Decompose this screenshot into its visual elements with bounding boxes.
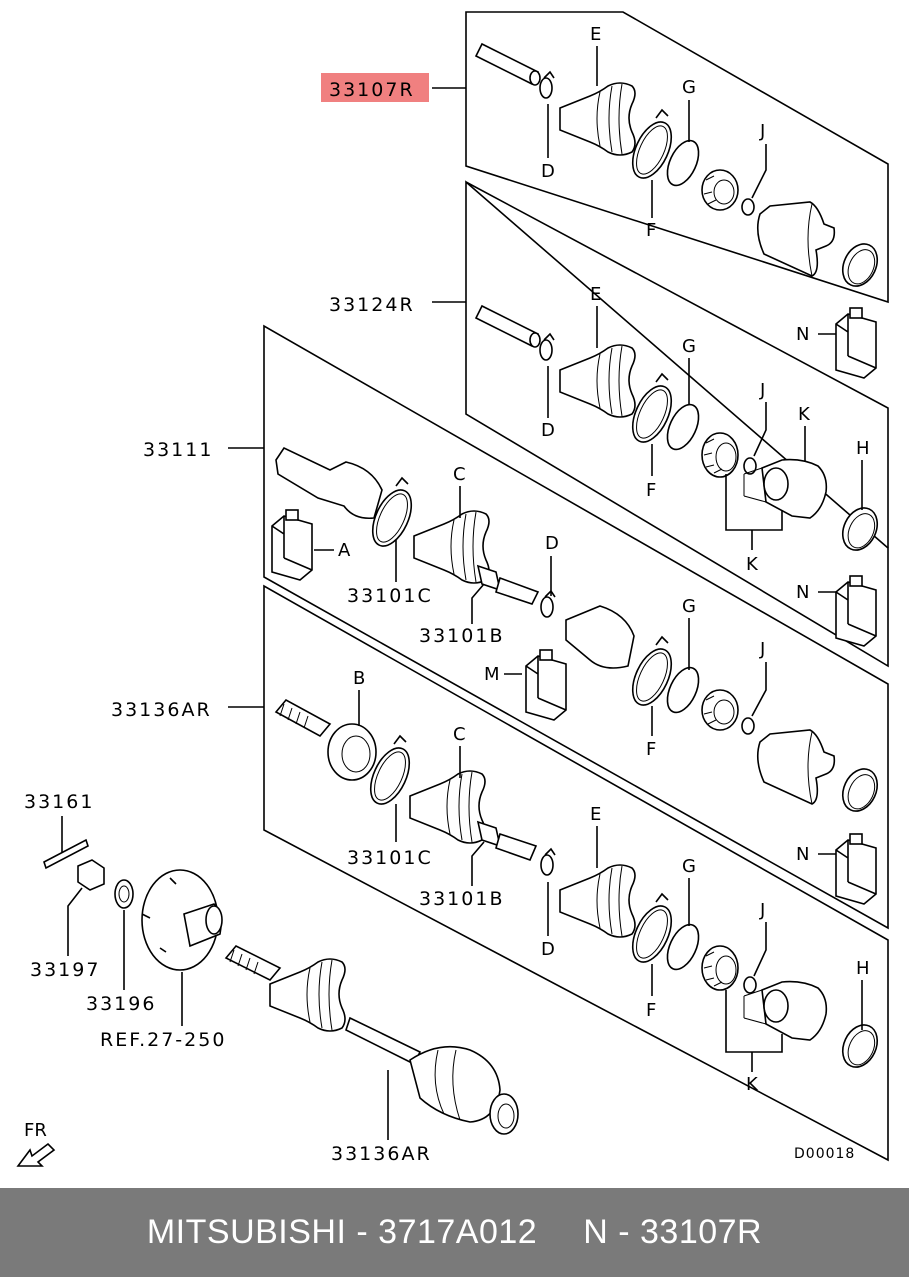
letter-H-p4: H [856,958,870,979]
letter-G-p1: G [682,77,696,98]
panel-33124R [465,180,889,668]
letter-J-p3: J [759,639,765,660]
letter-M: M [484,664,500,685]
letter-F-p1: F [646,220,656,241]
letter-B: B [353,668,365,689]
letter-N-p4: N [796,844,809,865]
footer-part-number: 3717A012 [378,1213,538,1251]
letter-F-p4: F [646,1000,656,1021]
label-33111: 33111 [143,439,213,461]
label-ref-27-250: REF.27-250 [100,1029,226,1051]
label-33161: 33161 [24,791,94,813]
footer-caption: MITSUBISHI - 3717A012 N - 33107R [0,1188,909,1277]
letter-C-p3: C [453,464,466,485]
letter-F-p3: F [646,739,656,760]
parts-diagram: 33107R 33124R 33111 33136AR E D F G J E … [16,11,889,1167]
letter-G-p4: G [682,856,696,877]
letter-D-p1: D [541,161,555,182]
loose-parts [43,838,519,1135]
label-33101C-lower: 33101C [347,847,433,869]
footer-sep-2: - [618,1213,631,1251]
letter-D-p2: D [541,420,555,441]
letter-N-p2: N [796,324,809,345]
letter-E-p1: E [590,24,601,45]
letter-F-p2: F [646,480,656,501]
letter-J-p2: J [759,380,765,401]
panel-33136AR [263,584,889,1162]
letter-N-p3: N [796,582,809,603]
panel-33111 [263,324,889,930]
letter-E-p2: E [590,284,601,305]
label-33101B-lower: 33101B [419,888,504,910]
footer-ref-number: 33107R [640,1213,763,1251]
callouts: 33107R 33124R 33111 33136AR E D F G J E … [16,24,870,1167]
hub-flange [141,869,223,971]
footer-sep-1: - [356,1213,369,1251]
highlight-33107R [321,73,429,102]
label-33196: 33196 [86,993,156,1015]
footer-ref-prefix: N [583,1213,609,1251]
letter-A: A [338,540,351,561]
label-33136AR-panel: 33136AR [111,699,212,721]
footer-brand: MITSUBISHI [146,1213,347,1251]
letter-G-p3: G [682,596,696,617]
letter-D-p4: D [541,939,555,960]
letter-C-p4: C [453,724,466,745]
letter-H-p2: H [856,438,870,459]
pin-33161 [43,838,89,870]
diagram-code: D00018 [794,1146,855,1162]
label-33101C-upper: 33101C [347,585,433,607]
label-33197: 33197 [30,959,100,981]
full-driveshaft [224,945,519,1135]
letter-K-p2-bottom: K [746,554,759,575]
label-33101B-upper: 33101B [419,625,504,647]
letter-E-p4: E [590,804,601,825]
front-direction-arrow-icon [16,1142,56,1167]
label-33136AR-shaft: 33136AR [331,1143,432,1165]
letter-G-p2: G [682,336,696,357]
letter-J-p4: J [759,900,765,921]
label-33107R: 33107R [329,79,415,101]
letter-K-p4: K [746,1074,759,1095]
washer-33196 [114,879,134,909]
shaft-stub [474,42,540,86]
nut-33197 [77,859,105,891]
label-33124R: 33124R [329,294,415,316]
fr-label: FR [24,1120,47,1141]
letter-J-p1: J [759,121,765,142]
letter-K-p2-top: K [798,404,811,425]
letter-D-p3: D [545,533,559,554]
panel-33107R [465,11,889,304]
